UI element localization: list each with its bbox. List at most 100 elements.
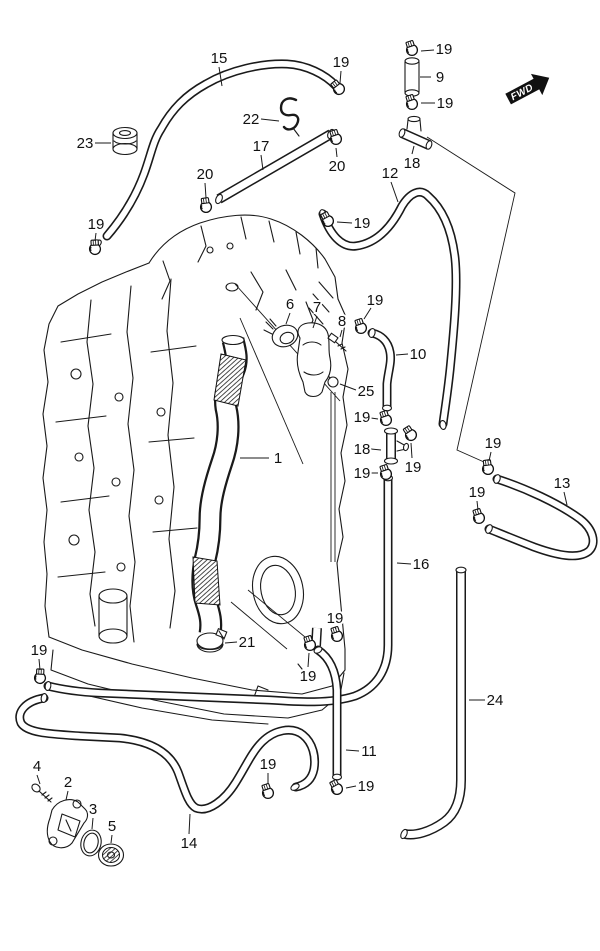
part-label-25: 25 [358,383,375,400]
part-label-18: 18 [404,155,421,172]
flange-2 [46,799,89,849]
leader-line [307,652,310,668]
leader-line [488,451,492,462]
leader-line [335,147,338,158]
part-label-10: 10 [410,346,427,363]
tube-9 [404,57,420,97]
leader-line [395,353,409,356]
part-label-8: 8 [338,313,346,330]
o-ring-3 [80,829,102,857]
leader-line [339,329,343,338]
thermostat-6 [263,318,299,348]
part-label-15: 15 [211,50,228,67]
leader-line [420,49,435,52]
part-label-20: 20 [197,166,214,183]
part-label-19: 19 [367,292,384,309]
part-label-16: 16 [413,556,430,573]
leader-line [260,154,264,171]
part-label-19: 19 [333,54,350,71]
leader-line [390,181,399,203]
hose-clamp-icon [329,128,343,146]
part-label-17: 17 [253,138,270,155]
leader-line [396,562,412,565]
hose-clamp-icon [330,625,344,643]
engine-block [42,214,349,725]
fwd-flag: FWD [505,73,550,105]
part-label-1: 1 [274,450,282,467]
leader-line [476,500,479,511]
part-label-19: 19 [88,216,105,233]
part-label-19: 19 [485,435,502,452]
part-label-3: 3 [89,801,97,818]
leader-line [38,658,41,671]
hose-13 [484,474,598,561]
cap-5 [97,843,125,867]
hose-14 [15,692,320,814]
hose-11 [313,645,343,781]
part-label-19: 19 [405,459,422,476]
hose-clamp-icon [198,195,214,214]
pilot-tube-25 [324,371,339,562]
part-label-13: 13 [554,475,571,492]
part-label-19: 19 [327,610,344,627]
part-label-19: 19 [260,756,277,773]
part-label-19: 19 [300,668,317,685]
part-label-19: 19 [358,778,375,795]
part-label-14: 14 [181,835,198,852]
tee-joint-18-upper [398,115,433,150]
hose-clamp-icon [472,507,486,525]
bolt-8 [327,332,347,352]
part-label-11: 11 [361,743,377,760]
fwd-flag-label: FWD [509,82,535,103]
leader-line [345,749,360,752]
leader-line [345,785,357,789]
leader-line [204,182,207,199]
leader-line [94,232,97,242]
part-label-7: 7 [313,299,321,316]
part-label-22: 22 [243,111,260,128]
leader-line [285,312,291,325]
part-label-4: 4 [33,758,41,775]
part-label-6: 6 [286,296,294,313]
part-label-19: 19 [31,642,48,659]
ribbed-hose-1 [191,334,248,651]
leader-line [370,448,382,451]
clamp-21 [196,628,228,653]
leader-line [188,813,191,835]
part-label-19: 19 [354,465,371,482]
part-label-19: 19 [354,215,371,232]
leader-line [411,145,415,155]
thermostat-housing-7 [296,322,332,398]
hose-clamp-icon [480,457,496,476]
bolt-4 [31,783,53,803]
leader-line [91,817,94,830]
leader-line [336,221,353,224]
part-label-18: 18 [354,441,371,458]
part-label-19: 19 [354,409,371,426]
leader-line [36,774,41,785]
hose-clamp-icon [328,777,344,797]
leader-line [339,70,342,84]
hose-clamp-icon [379,409,393,427]
leader-line [65,790,69,801]
part-label-23: 23 [77,135,94,152]
hose-clamp-icon [354,317,368,335]
leader-line [363,307,372,320]
hose-clamp-icon [405,39,419,57]
tee-joint-18-lower [383,427,410,465]
part-label-19: 19 [469,484,486,501]
grommet-23 [112,126,138,156]
leader-line [370,417,379,420]
clip-22 [279,97,300,137]
part-label-24: 24 [487,692,504,709]
leader-line [410,442,413,459]
part-label-19: 19 [437,95,454,112]
leader-line [334,626,337,630]
leader-line [339,383,357,391]
hose-clamp-icon [261,782,275,800]
hose-clamp-icon [379,463,393,481]
part-label-19: 19 [436,41,453,58]
